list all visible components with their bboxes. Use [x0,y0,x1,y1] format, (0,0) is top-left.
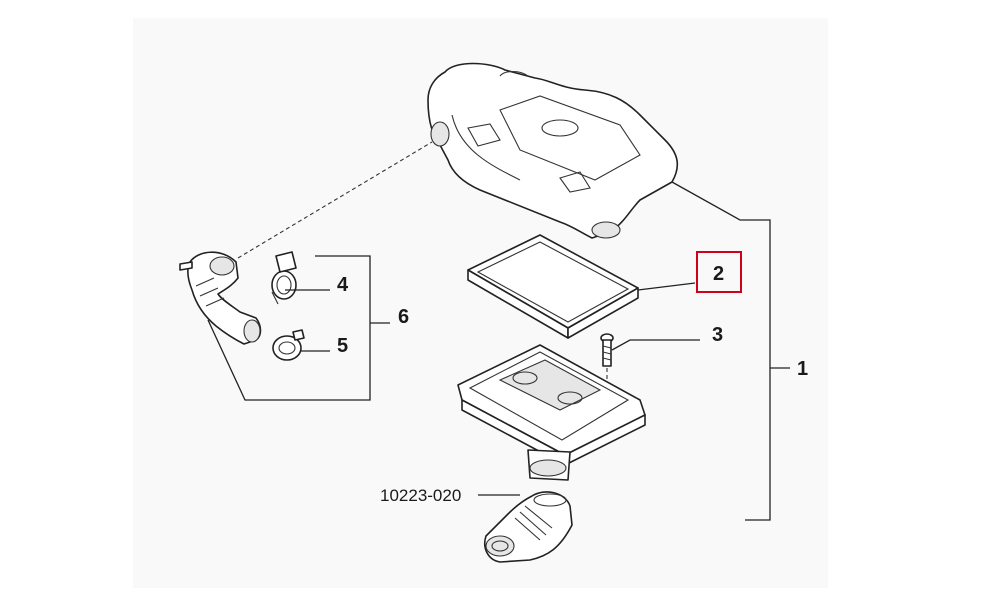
connection-dashed-line [237,141,433,259]
air-cleaner-cover[interactable] [427,62,679,239]
intake-elbow-hose[interactable] [484,491,573,563]
hose-clamp-5[interactable] [272,329,305,361]
callout-1[interactable]: 1 [797,358,808,380]
breather-hose[interactable] [179,251,262,345]
bracket-1 [671,181,771,521]
screw[interactable] [600,333,614,367]
callout-6[interactable]: 6 [398,306,409,328]
callout-ref-code[interactable]: 10223-020 [380,486,461,505]
leader-3 [611,339,700,351]
callout-2[interactable]: 2 [713,263,724,285]
hose-clamp-4[interactable] [271,251,297,305]
callout-5[interactable]: 5 [337,335,348,357]
air-filter-element[interactable] [467,234,639,339]
callout-3[interactable]: 3 [712,324,723,346]
callout-4[interactable]: 4 [337,274,349,296]
leader-2 [637,282,696,291]
highlight-box [696,251,742,293]
air-cleaner-lower-housing[interactable] [457,344,646,481]
bracket-6 [207,255,371,401]
